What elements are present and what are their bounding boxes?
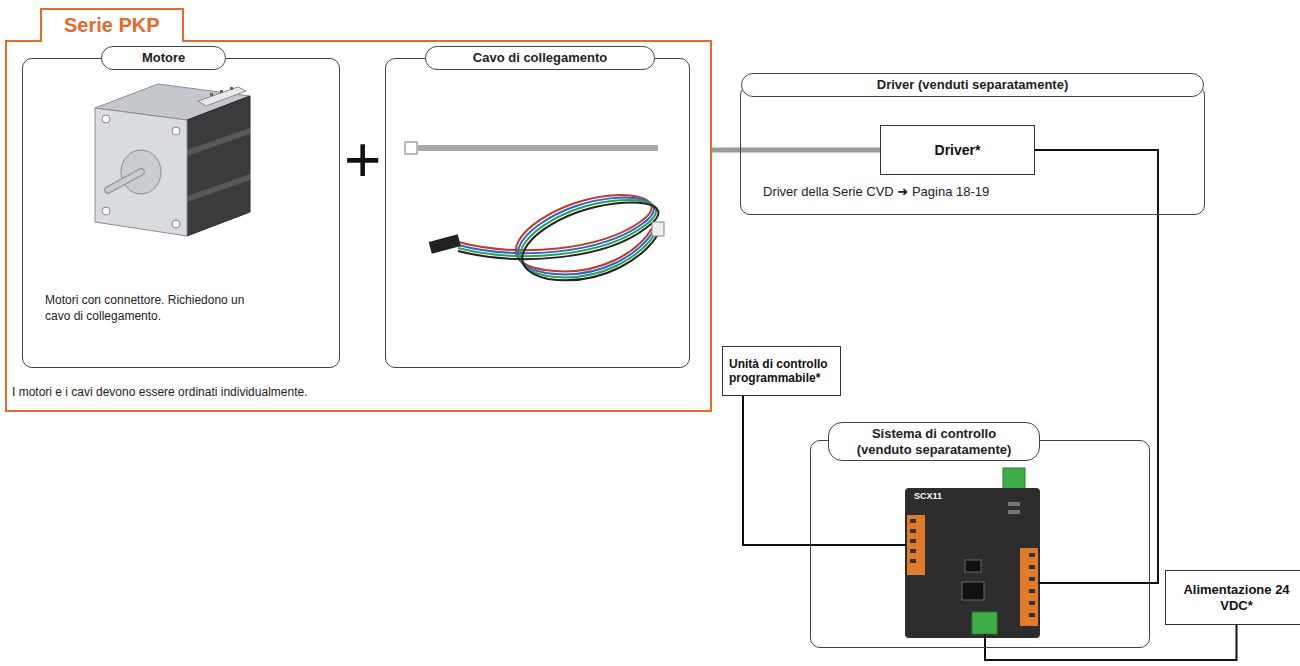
series-title: Serie PKP xyxy=(40,8,184,42)
power-supply-box: Alimentazione 24 VDC* xyxy=(1165,570,1300,625)
device-model: SCX11 xyxy=(914,491,942,501)
internal-wires xyxy=(810,545,1150,648)
group-heading: Sistema di controllo (venduto separatame… xyxy=(828,422,1040,461)
stepper-motor xyxy=(95,84,250,236)
connection-cable xyxy=(429,195,664,280)
box-label: Driver* xyxy=(935,142,981,159)
motor-description: Motori con connettore. Richiedono un cav… xyxy=(45,293,270,324)
driver-reference: Driver della Serie CVD ➜ Pagina 18-19 xyxy=(763,184,989,201)
cable-panel: Cavo di collegamento xyxy=(385,58,690,368)
panel-heading: Cavo di collegamento xyxy=(425,46,655,70)
driver-group: Driver (venduti separatamente)Driver del… xyxy=(740,85,1205,215)
plus-sign: + xyxy=(344,128,381,192)
series-frame: Serie PKPI motori e i cavi devono essere… xyxy=(5,40,712,412)
signal-wire xyxy=(743,396,810,545)
control-system-group: Sistema di controllo (venduto separatame… xyxy=(810,440,1150,648)
plc-box: Unità di controllo programmabile* xyxy=(722,346,841,396)
order-note: I motori e i cavi devono essere ordinati… xyxy=(12,385,308,401)
box-label: Unità di controllo programmabile* xyxy=(729,357,834,386)
group-heading: Driver (venduti separatamente) xyxy=(741,73,1204,97)
panel-heading: Motore xyxy=(101,46,226,70)
box-label: Alimentazione 24 VDC* xyxy=(1166,582,1300,613)
cable-link xyxy=(712,148,880,153)
power-wire xyxy=(985,625,1237,660)
scx11-controller xyxy=(905,468,1040,638)
cable-icon xyxy=(405,142,658,154)
motor-panel: MotoreMotori con connettore. Richiedono … xyxy=(22,58,340,368)
driver-box: Driver* xyxy=(880,125,1035,175)
